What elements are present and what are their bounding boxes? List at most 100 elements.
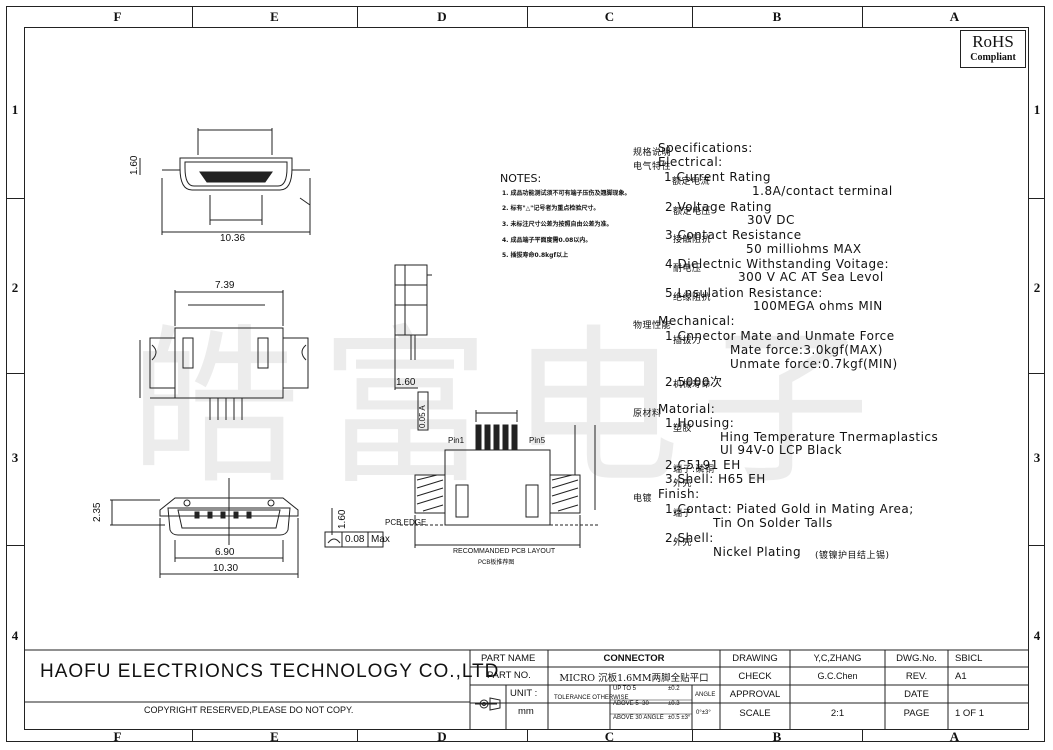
dim-top-height: 1.60 — [129, 155, 140, 175]
angle-label: ANGLE — [695, 692, 716, 698]
spec-contact-finish-cn: 端子 — [673, 509, 693, 519]
note-item: 5. 插拔寿命0.8kgf以上 — [502, 252, 569, 259]
spec-shell-finish-value: Nickel Plating — [713, 545, 802, 559]
zone-tick — [6, 545, 24, 546]
part-no-label: PART NO. — [487, 670, 531, 681]
spec-contact-resistance-value: 50 milliohms MAX — [746, 242, 862, 256]
spec-dielectric-cn: 耐电压 — [673, 264, 702, 274]
zone-tick — [862, 6, 863, 27]
spec-shell-finish-cn: 外壳 — [673, 538, 693, 548]
zone-row-left-4: 4 — [11, 628, 19, 643]
scale-label: SCALE — [739, 708, 771, 719]
spec-mate-force-cn: 插拔力 — [673, 336, 702, 346]
spec-unmate-value: Unmate force:0.7kgf(MIN) — [730, 357, 898, 371]
angle-value: 0°±3° — [696, 710, 711, 716]
pcb-layout-subtitle: PCB板推荐图 — [478, 560, 515, 566]
zone-tick — [862, 729, 863, 742]
spec-shell-finish-value-cn: (镀镍护目结上锡) — [815, 551, 890, 561]
part-name-label: PART NAME — [481, 653, 536, 664]
zone-col-top-f: F — [113, 9, 122, 24]
side-view-drawing — [394, 264, 432, 431]
spec-mate-value: Mate force:3.0kgf(MAX) — [730, 343, 883, 357]
spec-insulation-value: 100MEGA ohms MIN — [753, 299, 883, 313]
zone-col-bottom-b: B — [772, 729, 782, 744]
title-block-lines — [24, 649, 1029, 730]
dim-bottom-height: 2.35 — [92, 502, 103, 522]
spec-finish: Finish: — [658, 487, 700, 501]
spec-dielectric: 4.Dielectnic Withstanding Voitage: — [665, 257, 889, 271]
zone-tick — [527, 6, 528, 27]
rohs-badge: RoHS Compliant — [960, 30, 1026, 68]
zone-tick — [1029, 373, 1045, 374]
zone-col-bottom-f: F — [113, 729, 122, 744]
spec-contact-resistance-cn: 接触阻抗 — [673, 235, 712, 245]
spec-current-rating-cn: 额定电流 — [672, 177, 711, 187]
tol-row-1-value: ±0.2 — [668, 686, 680, 692]
spec-housing-value1: Hing Temperature Tnermaplastics — [720, 430, 939, 444]
dim-flatness-max: Max — [371, 534, 390, 545]
drawing-value: Y,C,ZHANG — [813, 653, 862, 663]
spec-terminal: 2.C5191 EH — [665, 458, 741, 472]
zone-tick — [1029, 198, 1045, 199]
rohs-label: RoHS — [972, 32, 1014, 51]
zone-row-right-1: 1 — [1033, 102, 1041, 117]
spec-housing-value2: Ul 94V-0 LCP Black — [720, 443, 843, 457]
unit-label: UNIT : — [510, 688, 538, 699]
zone-row-right-3: 3 — [1033, 450, 1041, 465]
spec-voltage-value: 30V DC — [747, 213, 795, 227]
spec-housing: 1.Housing: — [665, 416, 735, 430]
zone-row-left-3: 3 — [11, 450, 19, 465]
note-item: 2. 标有"△"记号者为重点检验尺寸。 — [502, 205, 600, 212]
spec-shell: 3.Shell: H65 EH — [665, 472, 766, 486]
zone-row-left-2: 2 — [11, 280, 19, 295]
rohs-compliant-label: Compliant — [970, 52, 1016, 63]
check-value: G.C.Chen — [817, 671, 858, 681]
spec-finish-cn: 电镀 — [633, 494, 653, 504]
unit-value: mm — [518, 706, 534, 717]
spec-mechanical-cn: 物理性能 — [633, 321, 672, 331]
zone-row-left-1: 1 — [11, 102, 19, 117]
zone-col-top-b: B — [772, 9, 782, 24]
spec-contact-finish: 1.Contact: Piated Gold in Mating Area; — [665, 502, 914, 516]
spec-insulation-cn: 绝缘阻抗 — [673, 293, 712, 303]
dim-side-label: 0.05 A — [418, 405, 427, 428]
spec-voltage-rating-cn: 额定电压 — [673, 207, 712, 217]
pcb-layout-drawing — [400, 410, 600, 548]
note-item: 1. 成品功能测试须不可有端子压伤及翘脚现象。 — [502, 190, 631, 197]
dim-plan-width: 7.39 — [215, 280, 235, 291]
notes-title: NOTES: — [500, 172, 542, 185]
dim-bottom-inner-width: 6.90 — [215, 547, 235, 558]
tol-row-2-label: ABOVE 5~30 — [613, 701, 649, 707]
spec-mechanical: Mechanical: — [658, 314, 736, 328]
spec-current-rating: 1.Current Rating — [664, 170, 772, 184]
zone-col-top-e: E — [270, 9, 279, 24]
spec-current-value: 1.8A/contact terminal — [752, 184, 893, 198]
top-view-drawing — [139, 128, 311, 235]
spec-dielectric-value: 300 V AC AT Sea Levol — [738, 270, 884, 284]
zone-col-top-d: D — [437, 9, 447, 24]
spec-terminal-cn: 端子:磷铜 — [673, 465, 715, 475]
spec-insulation: 5.Lnsulation Resistance: — [665, 286, 823, 300]
approval-label: APPROVAL — [729, 689, 781, 700]
zone-row-right-4: 4 — [1033, 628, 1041, 643]
zone-tick — [527, 729, 528, 742]
zone-col-bottom-c: C — [604, 729, 615, 744]
zone-col-top-a: A — [949, 9, 960, 24]
spec-durability: 2.5000次 — [665, 375, 723, 389]
drawing-inner-frame — [24, 27, 1029, 730]
zone-tick — [1029, 545, 1045, 546]
spec-material: Matorial: — [658, 402, 716, 416]
dim-bottom-outer-width: 10.30 — [213, 563, 239, 574]
zone-tick — [192, 729, 193, 742]
spec-housing-cn: 塑胶 — [673, 424, 693, 434]
dim-bottom-thickness: 1.60 — [337, 509, 348, 529]
spec-mate-force: 1.Cnnector Mate and Unmate Force — [665, 329, 895, 343]
zone-tick — [357, 729, 358, 742]
pcb-layout-title: RECOMMANDED PCB LAYOUT — [453, 548, 556, 555]
dim-side-height: 1.60 — [396, 377, 416, 388]
tol-row-1-label: UP TO 5 — [613, 686, 637, 692]
spec-electrical: Electrical: — [658, 155, 723, 169]
note-item: 4. 成品端子平面度需0.08以内。 — [502, 237, 592, 244]
zone-col-bottom-d: D — [437, 729, 447, 744]
